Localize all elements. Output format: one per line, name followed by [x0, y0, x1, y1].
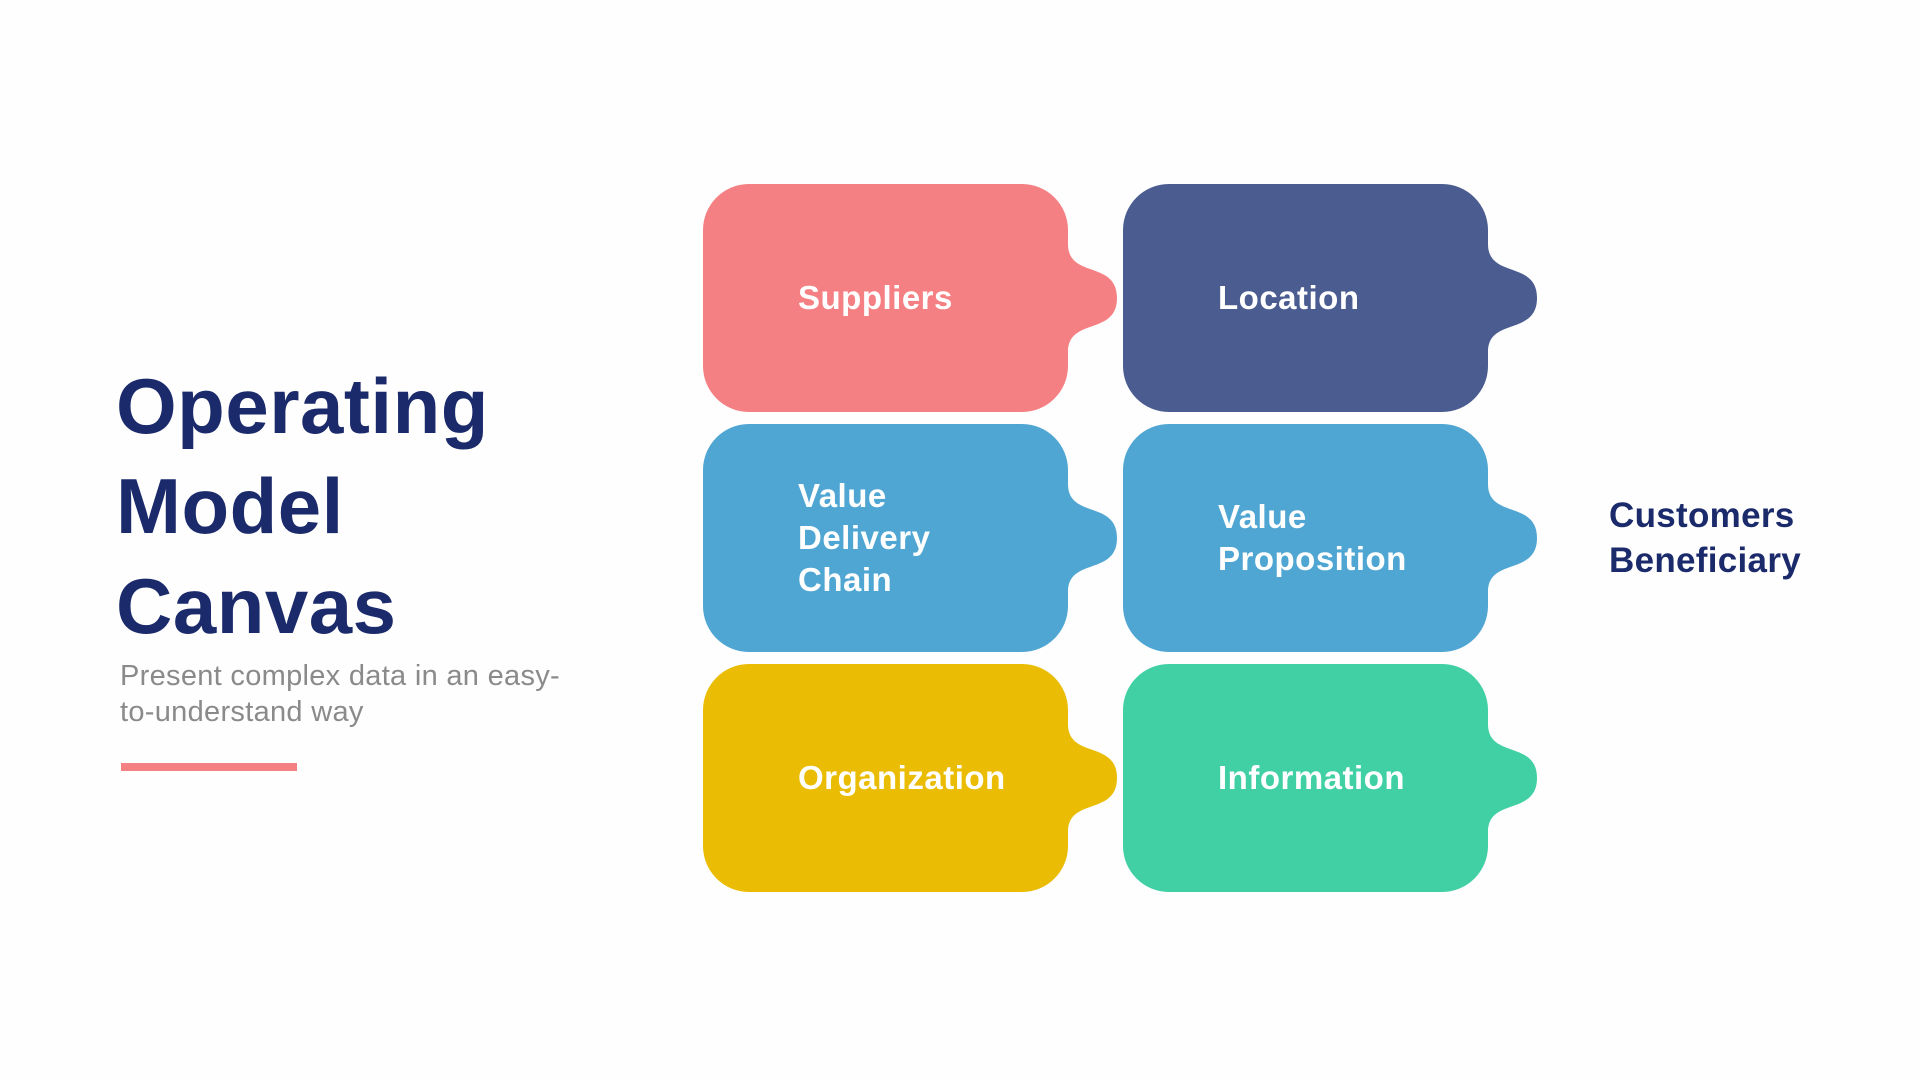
block-organization: Organization — [703, 664, 1117, 892]
block-label-suppliers: Suppliers — [798, 279, 953, 316]
title-underline — [121, 763, 297, 771]
side-label-customers-beneficiary: Customers Beneficiary — [1609, 496, 1802, 580]
puzzle-tab-shape — [703, 664, 1117, 892]
block-label-value-delivery-chain: Value Delivery Chain — [798, 477, 931, 598]
block-label-location: Location — [1218, 279, 1360, 316]
block-label-wrap: Location — [1123, 184, 1537, 412]
page-title: Operating Model Canvas — [116, 362, 489, 650]
puzzle-tab-shape — [703, 184, 1117, 412]
puzzle-tab-shape — [1123, 664, 1537, 892]
block-information: Information — [1123, 664, 1537, 892]
block-label-organization: Organization — [798, 759, 1006, 796]
puzzle-tab-shape — [703, 424, 1117, 652]
block-label-wrap: Information — [1123, 664, 1537, 892]
block-label-wrap: Organization — [703, 664, 1117, 892]
block-label-value-proposition: Value Proposition — [1218, 498, 1407, 577]
block-label-wrap: Value Delivery Chain — [703, 424, 1117, 652]
block-label-wrap: Value Proposition — [1123, 424, 1537, 652]
block-value-proposition: Value Proposition — [1123, 424, 1537, 652]
block-value-delivery-chain: Value Delivery Chain — [703, 424, 1117, 652]
page-subtitle: Present complex data in an easy- to-unde… — [120, 660, 560, 728]
block-label-information: Information — [1218, 759, 1405, 796]
puzzle-tab-shape — [1123, 184, 1537, 412]
block-location: Location — [1123, 184, 1537, 412]
block-label-wrap: Suppliers — [703, 184, 1117, 412]
block-suppliers: Suppliers — [703, 184, 1117, 412]
puzzle-tab-shape — [1123, 424, 1537, 652]
